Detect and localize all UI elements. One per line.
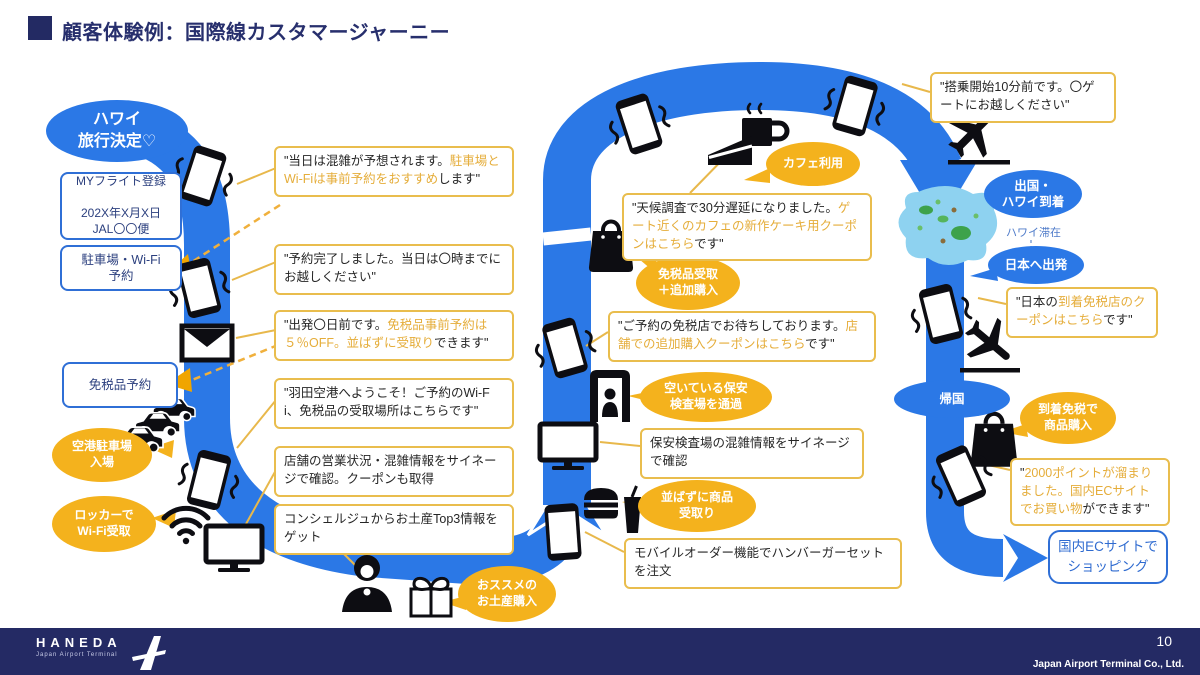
- bubble-pre-departure-dutyfree: "出発〇日前です。免税品事前予約は５％OFF。並ばずに受取りできます": [274, 310, 514, 361]
- gift-icon: [409, 576, 453, 618]
- haneda-logo-mark: [131, 636, 166, 670]
- company-name: Japan Airport Terminal Co., Ltd.: [1032, 659, 1184, 670]
- haneda-logo-text: HANEDA: [36, 635, 122, 650]
- footer-bar: HANEDA Japan Airport Terminal 10 Japan A…: [0, 628, 1200, 675]
- security-gate-icon: [590, 370, 630, 422]
- bubble-concierge-souvenir: コンシェルジュからお土産Top3情報をゲット: [274, 504, 514, 555]
- bubble-welcome-haneda: "羽田空港へようこそ！ご予約のWi-Fi、免税品の受取場所はこちらです": [274, 378, 514, 429]
- bubble-japan-arrival-dutyfree-coupon: "日本の到着免税店のクーポンはこちらです": [1006, 287, 1158, 338]
- bubble-security-signage: 保安検査場の混雑情報をサイネージで確認: [640, 428, 864, 479]
- bubble-dutyfree-store-waiting: "ご予約の免税店でお待ちしております。店舗での追加購入クーポンはこちらです": [608, 311, 876, 362]
- stage-souvenir-purchase: おススメのお土産購入: [458, 566, 556, 622]
- stage-airport-parking: 空港駐車場入場: [52, 428, 152, 482]
- stage-arrival-dutyfree: 到着免税で商品購入: [1020, 392, 1116, 444]
- wifi-icon: [164, 508, 208, 544]
- right-arrowhead: [1003, 534, 1048, 582]
- runway-line: [948, 160, 1010, 165]
- dashed-connectors: [191, 203, 281, 382]
- shopping-bag-icon: [971, 414, 1017, 467]
- stage-departure-hawaii-arrival: 出国・ハワイ到着: [984, 170, 1082, 218]
- page-number: 10: [1156, 633, 1172, 649]
- haneda-logo-subtitle: Japan Airport Terminal: [36, 652, 118, 658]
- bubble-reservation-complete: "予約完了しました。当日は〇時までにお越しください": [274, 244, 514, 295]
- journey-path: [87, 61, 1048, 585]
- title-accent-square: [28, 16, 52, 40]
- hawaii-stay-label: ハワイ滞在: [1006, 227, 1061, 239]
- box-dutyfree-reservation: 免税品予約: [62, 362, 178, 408]
- bubble-mobile-order: モバイルオーダー機能でハンバーガーセットを注文: [624, 538, 902, 589]
- signage-monitor-icon: [206, 526, 262, 572]
- vibrating-phone-icon: [905, 278, 977, 350]
- phone-icon: [544, 502, 582, 562]
- stage-dutyfree-pickup: 免税品受取＋追加購入: [636, 256, 740, 310]
- start-label-hawaii-trip: ハワイ旅行決定♡: [46, 100, 188, 162]
- stage-return-home: 帰国: [894, 380, 1010, 418]
- box-ec-site-shopping: 国内ECサイトでショッピング: [1048, 530, 1168, 584]
- bubble-boarding-reminder: "搭乗開始10分前です。〇ゲートにお越しください": [930, 72, 1116, 123]
- cake-icon: [706, 134, 754, 167]
- stage-no-wait-pickup: 並ばずに商品受取り: [638, 480, 756, 532]
- stage-cafe: カフェ利用: [766, 142, 860, 186]
- page-title: 顧客体験例：国際線カスタマージャーニー: [62, 22, 451, 44]
- mail-icon: [182, 326, 232, 360]
- runway-line: [960, 368, 1020, 373]
- bubble-points-ec-site: "2000ポイントが溜まりました。国内ECサイトでお買い物ができます": [1010, 458, 1170, 527]
- bubble-weather-delay-coupon: "天候調査で30分遅延になりました。ゲート近くのカフェの新作ケーキ用クーポンはこ…: [622, 193, 872, 262]
- bubble-store-signage-info: 店舗の営業状況・混雑情報をサイネージで確認。クーポンも取得: [274, 446, 514, 497]
- haneda-logo: HANEDA Japan Airport Terminal: [36, 636, 168, 670]
- stage-security-pass: 空いている保安検査場を通過: [640, 372, 772, 422]
- bubble-congestion-notice: "当日は混雑が予想されます。駐車場とWi-Fiは事前予約をおすすめします": [274, 146, 514, 197]
- stage-depart-for-japan: 日本へ出発: [988, 246, 1084, 284]
- hawaii-islands-illustration: [898, 185, 998, 266]
